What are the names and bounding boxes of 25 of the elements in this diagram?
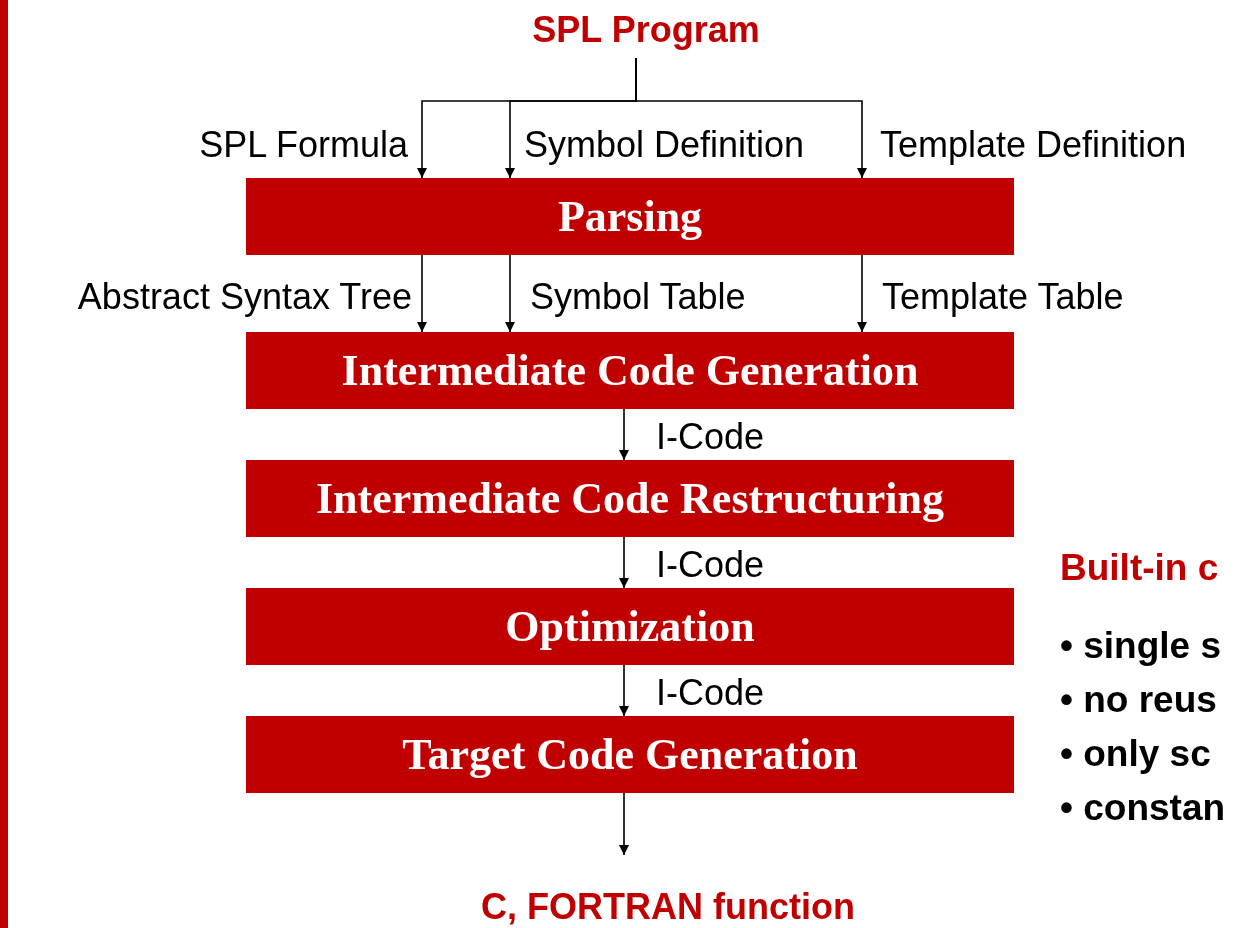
arrow bbox=[619, 408, 629, 461]
terminal-label: SPL Program bbox=[532, 9, 760, 51]
bullet-item: • single s bbox=[1060, 624, 1221, 668]
process-label: Target Code Generation bbox=[402, 729, 858, 780]
arrow bbox=[619, 664, 629, 717]
arrow bbox=[857, 254, 867, 333]
process-label: Optimization bbox=[505, 601, 755, 652]
arrow bbox=[619, 536, 629, 589]
bullet-item: • only sc bbox=[1060, 732, 1211, 776]
process-label: Parsing bbox=[557, 191, 703, 242]
arrow bbox=[505, 254, 515, 333]
terminal-label: C, FORTRAN function bbox=[481, 886, 855, 928]
arrow bbox=[635, 57, 867, 179]
arrow bbox=[619, 792, 629, 856]
process-box bbox=[246, 716, 1014, 793]
bullet-item: • no reus bbox=[1060, 678, 1217, 722]
section-heading: Built-in c bbox=[1060, 546, 1219, 590]
arrow bbox=[417, 254, 427, 333]
process-box bbox=[246, 460, 1014, 537]
bullet-item: • constan bbox=[1060, 786, 1226, 830]
process-label: Intermediate Code Generation bbox=[341, 345, 919, 396]
process-box bbox=[246, 588, 1014, 665]
process-box bbox=[246, 178, 1014, 255]
process-box bbox=[246, 332, 1014, 409]
process-label: Intermediate Code Restructuring bbox=[315, 473, 945, 524]
